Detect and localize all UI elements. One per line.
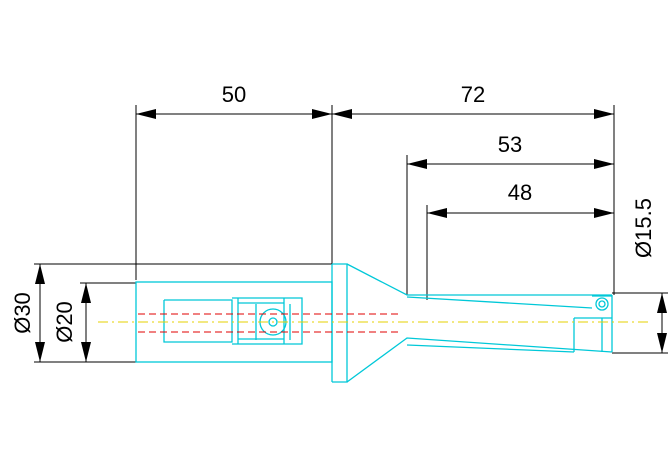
dimension-dia-30-label: Ø30 <box>10 292 35 334</box>
dimension-48: 48 <box>427 180 614 218</box>
dimension-dia-20-label: Ø20 <box>52 301 77 343</box>
insert-screw <box>595 297 609 311</box>
dimension-53-label: 53 <box>498 132 522 157</box>
dimension-dia-30: Ø30 <box>10 264 45 362</box>
dimension-53: 53 <box>407 132 614 169</box>
taper-upper <box>346 263 612 296</box>
extension-lines <box>34 105 668 363</box>
taper-lower <box>346 337 613 383</box>
drill-body-outline <box>135 263 613 383</box>
flange <box>332 263 348 383</box>
dimension-48-label: 48 <box>508 180 532 205</box>
dimension-dia-15-5-label: Ø15.5 <box>631 198 656 258</box>
dimension-72-label: 72 <box>461 82 485 107</box>
dimension-50-label: 50 <box>222 82 246 107</box>
dimension-dia-20: Ø20 <box>52 283 91 362</box>
dimension-50: 50 <box>136 82 332 119</box>
shank-details <box>163 297 303 345</box>
dimension-72: 72 <box>332 82 614 119</box>
dimension-dia-15-5: Ø15.5 <box>631 198 667 353</box>
